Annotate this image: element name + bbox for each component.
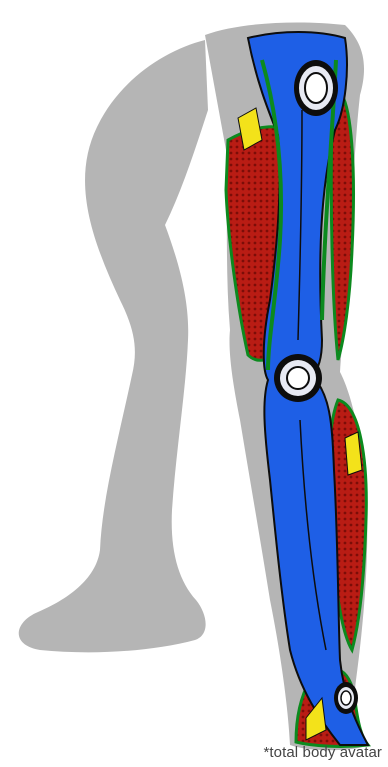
knee-joint-ring (274, 354, 322, 402)
avatar-caption: *total body avatar (263, 744, 382, 761)
hip-joint-ring (294, 60, 338, 116)
back-leg-silhouette (19, 40, 208, 652)
ankle-joint-ring (334, 682, 358, 714)
